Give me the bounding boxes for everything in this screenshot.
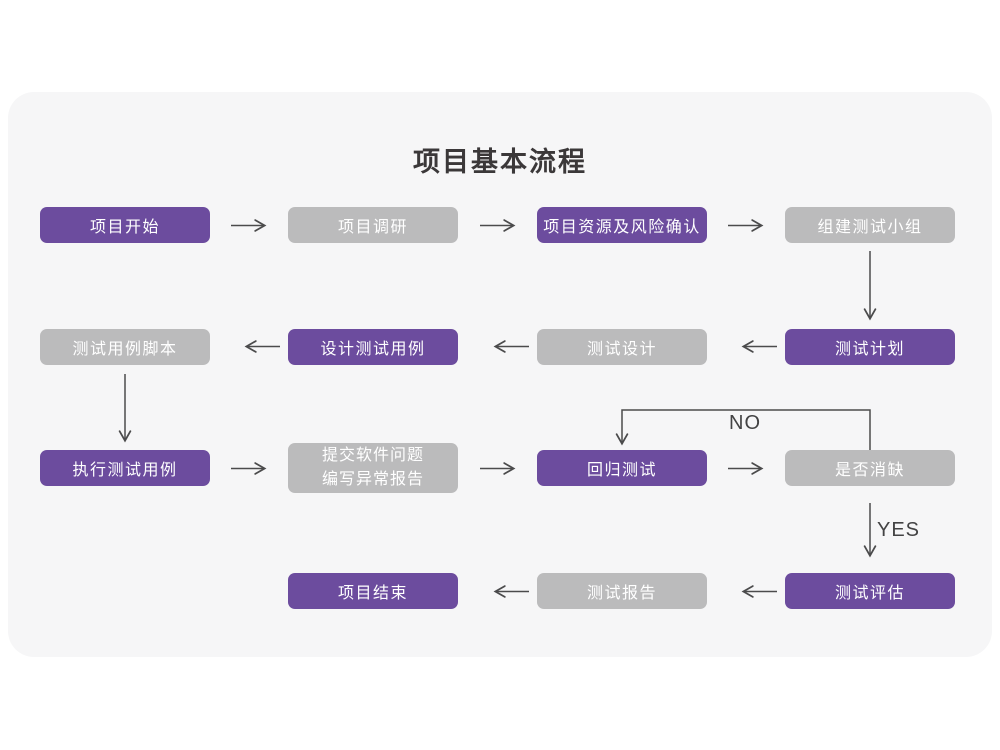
node-regression-test: 回归测试 [537,450,707,486]
edge-label-no: NO [729,412,761,434]
flowchart-card [8,92,992,657]
diagram-title: 项目基本流程 [413,147,587,177]
node-submit-issues-report: 提交软件问题 编写异常报告 [288,443,458,493]
node-test-report: 测试报告 [537,573,707,609]
node-defect-resolved: 是否消缺 [785,450,955,486]
node-project-end: 项目结束 [288,573,458,609]
node-design-test-cases: 设计测试用例 [288,329,458,365]
node-test-plan: 测试计划 [785,329,955,365]
edge-label-yes: YES [877,519,921,541]
node-build-test-team: 组建测试小组 [785,207,955,243]
node-test-evaluation: 测试评估 [785,573,955,609]
node-resource-risk-confirm: 项目资源及风险确认 [537,207,707,243]
node-execute-test-cases: 执行测试用例 [40,450,210,486]
node-project-research: 项目调研 [288,207,458,243]
node-test-case-script: 测试用例脚本 [40,329,210,365]
node-project-start: 项目开始 [40,207,210,243]
node-test-design: 测试设计 [537,329,707,365]
